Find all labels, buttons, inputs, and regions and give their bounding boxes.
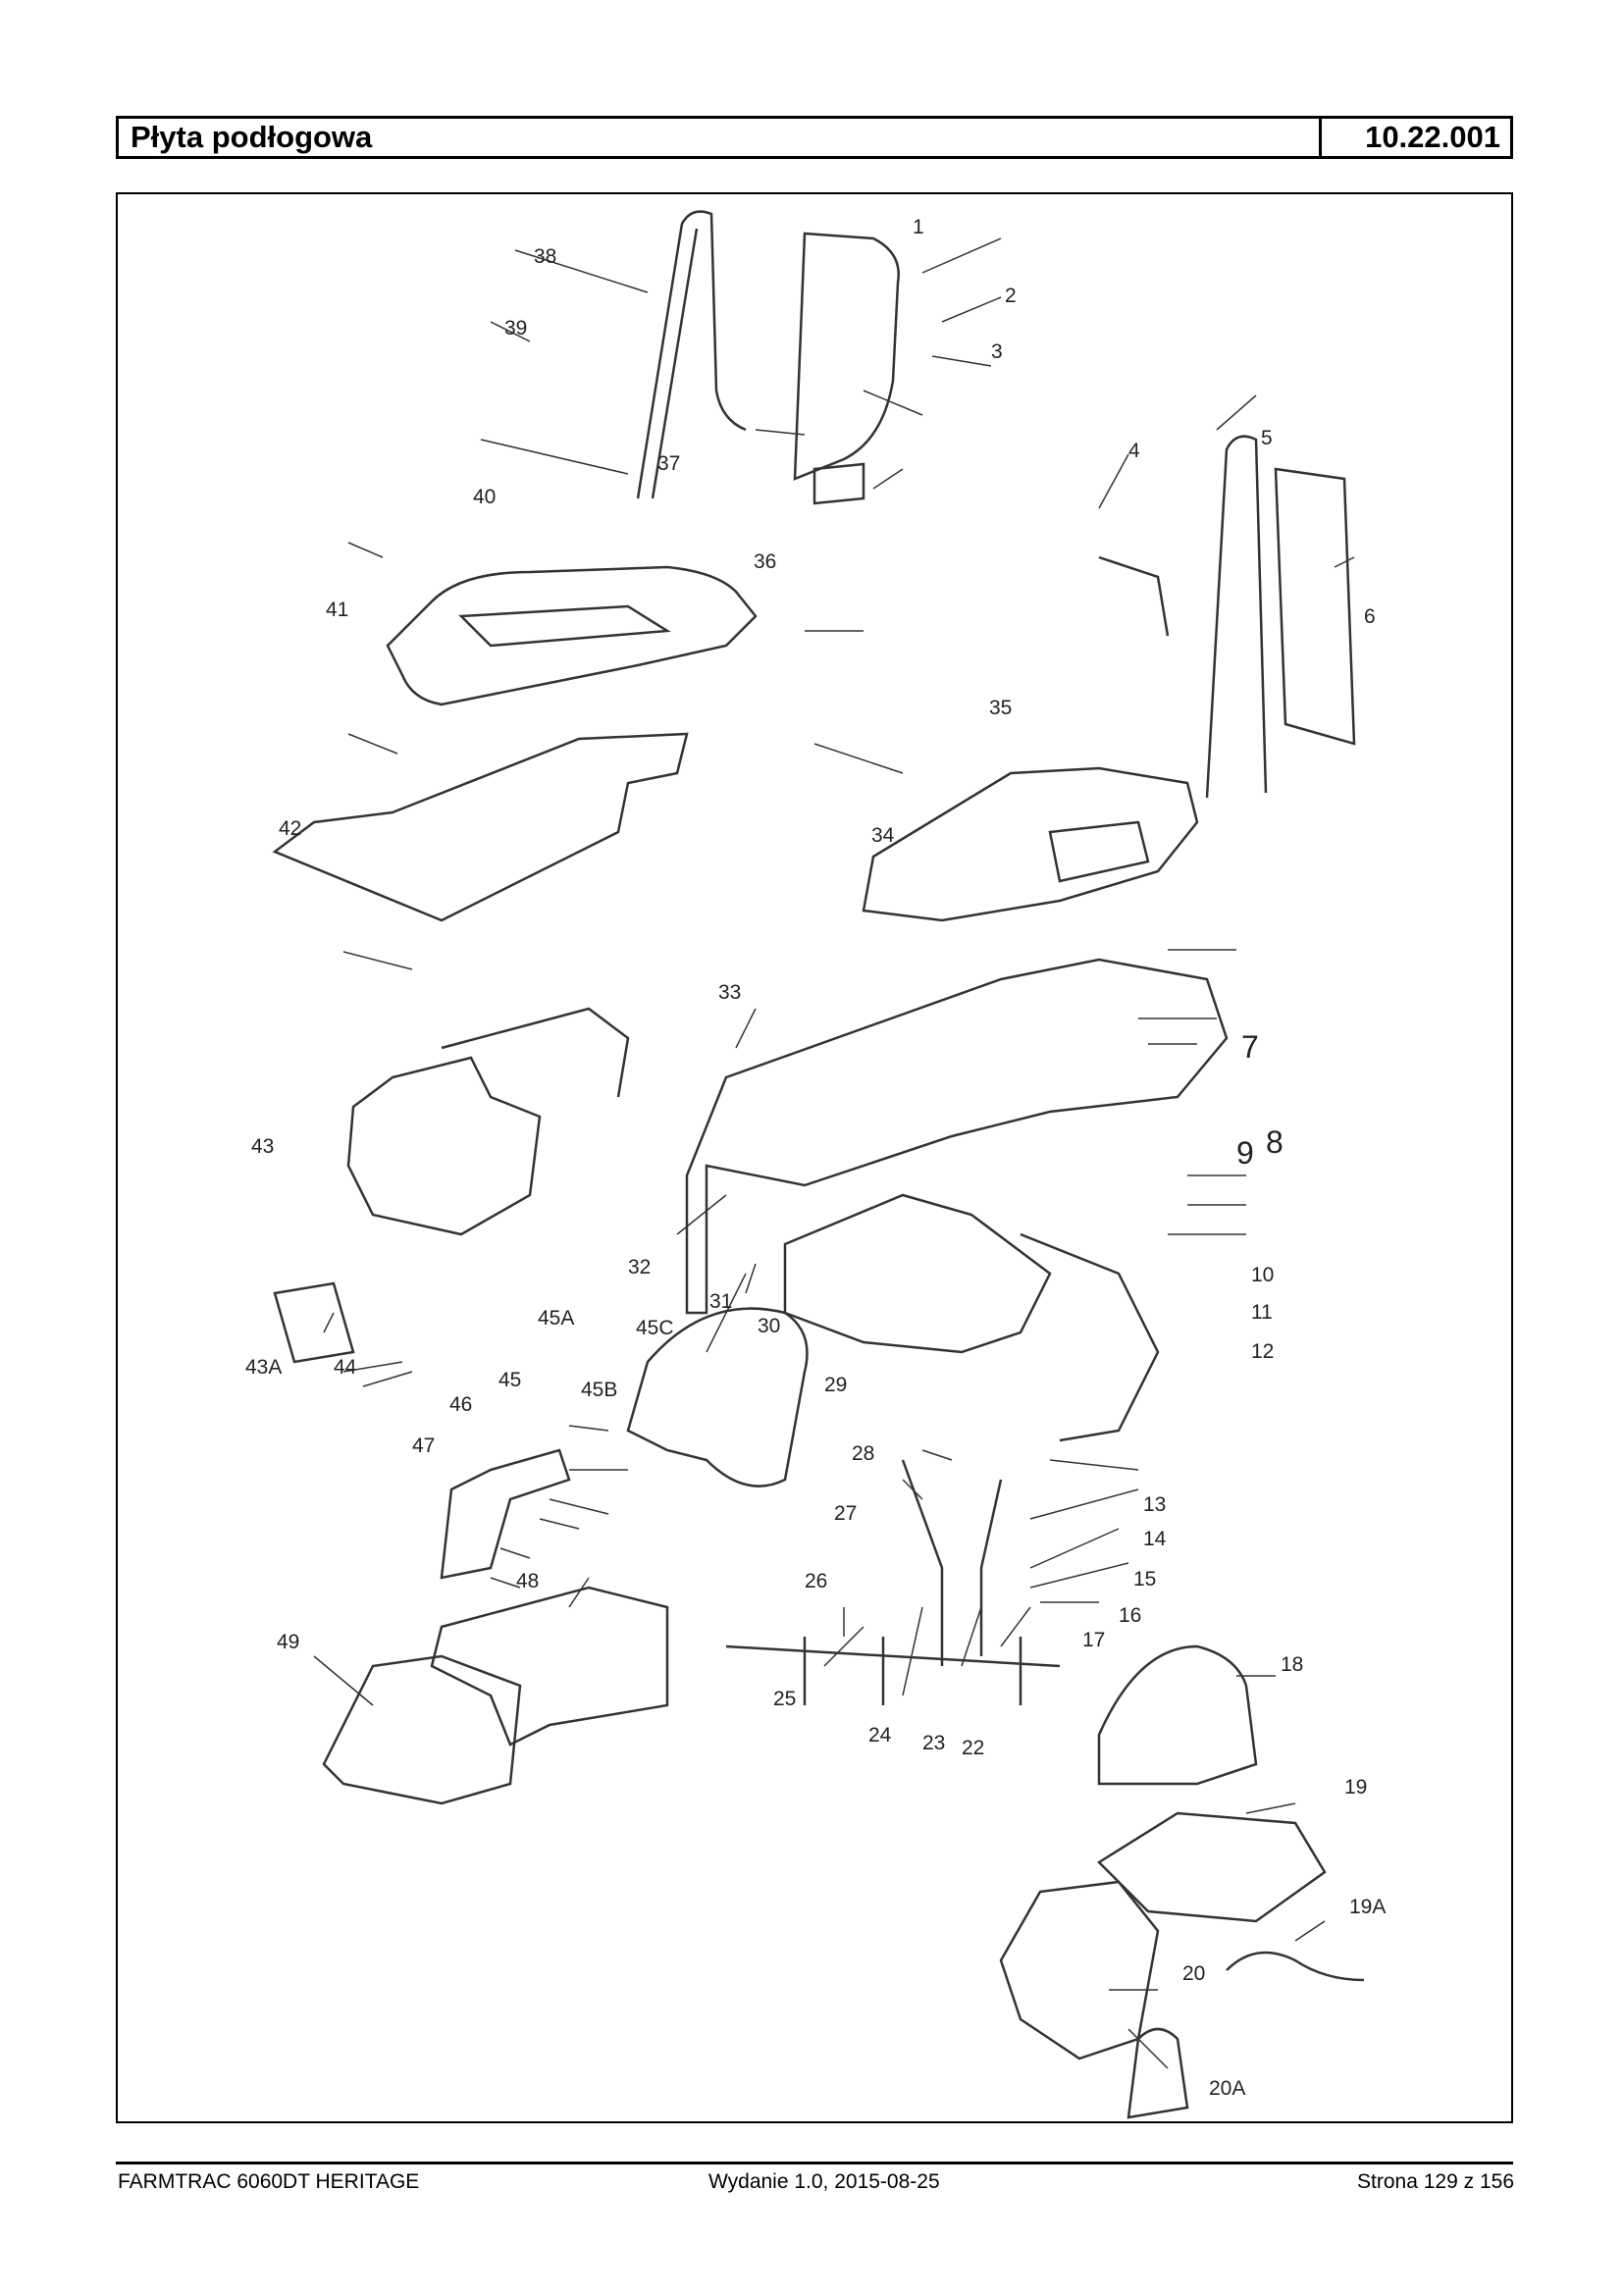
part-41-plate (386, 565, 758, 706)
callout-22: 22 (962, 1737, 984, 1759)
callout-30: 30 (758, 1315, 780, 1337)
part-19-plate (1097, 1811, 1327, 1923)
part-38-handrail (636, 210, 747, 499)
callout-45: 45 (498, 1369, 521, 1391)
callout-26: 26 (805, 1570, 827, 1592)
callout-6: 6 (1364, 605, 1376, 628)
part-12-frame (783, 1193, 1052, 1354)
part-14-lever (979, 1479, 1003, 1656)
callout-33: 33 (718, 981, 741, 1004)
part-20-step (999, 1880, 1160, 2060)
footer-divider (116, 2162, 1513, 2165)
shaft-assembly (725, 1644, 1061, 1668)
callout-36: 36 (754, 550, 776, 573)
page-header: Płyta podłogowa 10.22.001 (116, 116, 1513, 159)
part-18-cover (1097, 1644, 1258, 1786)
part-43-frame (346, 1056, 542, 1236)
callout-24: 24 (868, 1724, 892, 1747)
footer-edition: Wydanie 1.0, 2015-08-25 (708, 2170, 940, 2193)
callout-23: 23 (922, 1732, 945, 1754)
callout-45c: 45C (636, 1317, 674, 1339)
parts-diagram-frame: 1 2 3 4 5 6 7 8 9 10 11 12 13 14 15 16 1… (116, 192, 1513, 2123)
callout-39: 39 (504, 317, 527, 339)
callout-28: 28 (852, 1442, 874, 1465)
callout-1: 1 (913, 216, 924, 238)
callout-19: 19 (1344, 1776, 1367, 1799)
callout-25: 25 (773, 1688, 796, 1710)
callout-2: 2 (1005, 285, 1017, 307)
callout-8: 8 (1266, 1124, 1283, 1160)
callout-12: 12 (1251, 1340, 1274, 1363)
callout-15: 15 (1133, 1568, 1156, 1591)
part-5-handrail (1205, 435, 1268, 799)
exploded-parts-diagram: 1 2 3 4 5 6 7 8 9 10 11 12 13 14 15 16 1… (245, 210, 1386, 2119)
callout-45b: 45B (581, 1379, 617, 1401)
callout-31: 31 (709, 1290, 732, 1313)
callout-19a: 19A (1349, 1896, 1386, 1918)
part-6-panel (1274, 467, 1356, 746)
footer-model: FARMTRAC 6060DT HERITAGE (118, 2170, 420, 2193)
part-29-cover (626, 1307, 809, 1487)
callout-43a: 43A (245, 1356, 282, 1379)
callout-48: 48 (516, 1570, 539, 1592)
part-27-lever (901, 1459, 944, 1666)
callout-34: 34 (871, 824, 895, 847)
callout-13: 13 (1143, 1493, 1166, 1516)
callout-5: 5 (1261, 427, 1273, 449)
callout-labels: 1 2 3 4 5 6 7 8 9 10 11 12 13 14 15 16 1… (245, 216, 1386, 2100)
callout-45a: 45A (538, 1307, 574, 1330)
callout-43: 43 (251, 1135, 274, 1158)
callout-29: 29 (824, 1374, 847, 1396)
callout-18: 18 (1281, 1653, 1303, 1676)
callout-9: 9 (1236, 1135, 1254, 1171)
part-19a-wire (1226, 1951, 1365, 1982)
callout-42: 42 (279, 817, 301, 840)
part-49-step (322, 1654, 522, 1805)
page-title: Płyta podłogowa (131, 120, 373, 154)
part-7-floor (685, 958, 1229, 1315)
callout-10: 10 (1251, 1264, 1274, 1286)
part-46-bracket (440, 1448, 571, 1580)
callout-47: 47 (412, 1434, 435, 1457)
callout-20a: 20A (1209, 2077, 1245, 2100)
part-36-bracket (812, 462, 865, 505)
callout-35: 35 (989, 697, 1012, 719)
callout-3: 3 (991, 340, 1003, 363)
callout-27: 27 (834, 1502, 857, 1525)
callout-11: 11 (1251, 1301, 1273, 1324)
document-code: 10.22.001 (1319, 119, 1510, 156)
part-43a-bracket (273, 1281, 355, 1364)
callout-4: 4 (1128, 440, 1140, 462)
callout-20: 20 (1182, 1962, 1205, 1985)
callout-16: 16 (1119, 1604, 1141, 1627)
lower-plate (430, 1586, 669, 1747)
callout-37: 37 (657, 452, 680, 475)
callout-14: 14 (1143, 1528, 1167, 1550)
callout-49: 49 (277, 1631, 299, 1653)
part-42-plate (272, 732, 689, 922)
callout-40: 40 (473, 486, 496, 508)
callout-46: 46 (449, 1393, 472, 1416)
callout-38: 38 (534, 245, 556, 268)
callout-41: 41 (326, 599, 348, 621)
callout-44: 44 (334, 1356, 357, 1379)
part-34-plate (862, 766, 1199, 922)
part-20a-boot (1126, 2027, 1189, 2119)
callout-7: 7 (1241, 1029, 1259, 1065)
callout-32: 32 (628, 1256, 651, 1278)
footer-page: Strona 129 z 156 (1357, 2170, 1514, 2193)
callout-17: 17 (1082, 1629, 1105, 1651)
part-1-panel (793, 232, 900, 481)
